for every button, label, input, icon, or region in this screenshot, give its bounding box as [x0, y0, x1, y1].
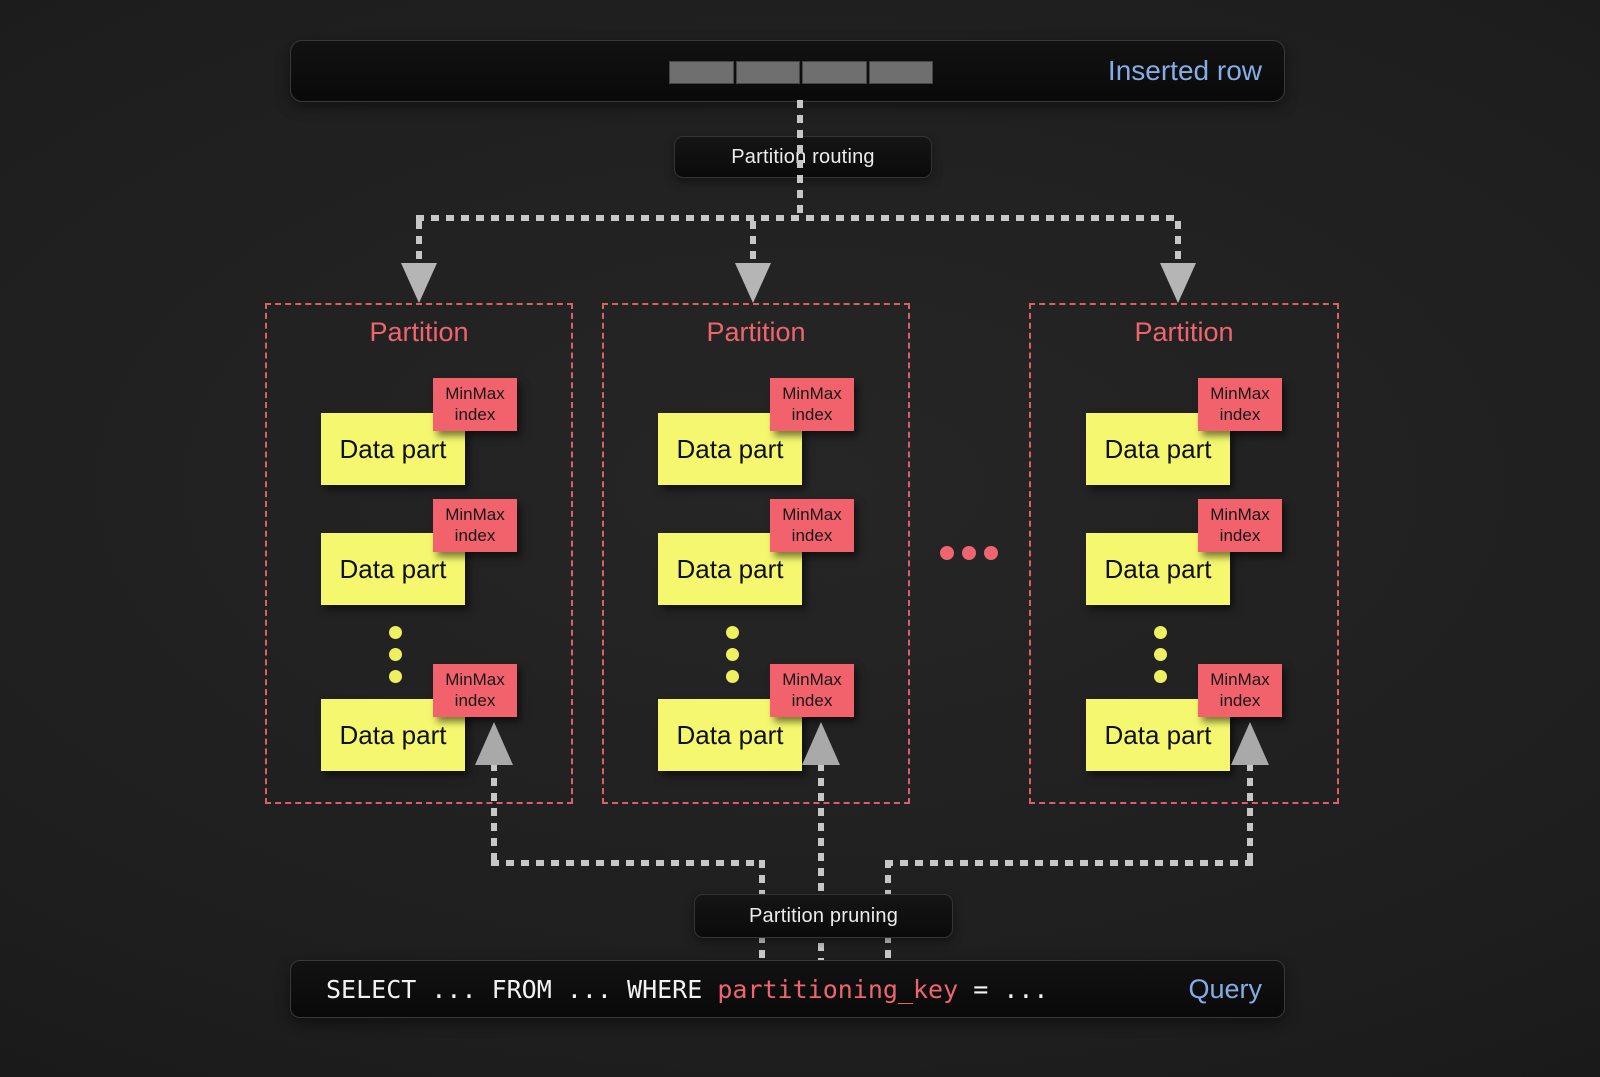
pruning-stem-left: [491, 763, 497, 866]
query-sql: SELECT ... FROM ... WHERE partitioning_k…: [326, 961, 1048, 1017]
more-partitions-dot: [940, 546, 954, 560]
down-arrowhead-icon: [735, 263, 771, 303]
query-label: Query: [1188, 973, 1262, 1004]
inserted-row-cells: [669, 61, 933, 84]
row-cell: [735, 61, 800, 84]
minmax-index-badge: MinMax index: [433, 664, 517, 717]
more-parts-dot: [726, 626, 739, 639]
data-part: Data part: [658, 699, 802, 771]
minmax-index-badge: MinMax index: [1198, 499, 1282, 552]
partition-title: Partition: [1134, 317, 1234, 347]
up-arrowhead-icon: [475, 722, 513, 765]
partition-pruning-label: Partition pruning: [694, 894, 953, 938]
sql-partitioning-key: partitioning_key: [717, 974, 959, 1004]
partition-pruning-text: Partition pruning: [748, 904, 899, 927]
minmax-index-badge: MinMax index: [1198, 664, 1282, 717]
row-cell: [802, 61, 867, 84]
pruning-stem-center: [818, 763, 824, 960]
partition-box-2: Partition MinMax index Data part MinMax …: [602, 303, 910, 804]
pruning-bus-right: [885, 860, 1253, 866]
down-arrowhead-icon: [401, 263, 437, 303]
more-parts-dot: [389, 626, 402, 639]
arrow-stem: [416, 221, 422, 267]
sql-plain: = ...: [958, 974, 1049, 1004]
data-part: Data part: [321, 413, 465, 485]
routing-connector-line: [797, 100, 803, 220]
partition-routing-label: Partition routing: [674, 136, 932, 178]
up-arrowhead-icon: [802, 722, 840, 765]
more-partitions-dot: [962, 546, 976, 560]
more-parts-dot: [1154, 670, 1167, 683]
partition-box-1: Partition MinMax index Data part MinMax …: [265, 303, 573, 804]
partition-title: Partition: [706, 317, 806, 347]
more-parts-dot: [389, 648, 402, 661]
arrow-stem: [750, 221, 756, 267]
down-arrowhead-icon: [1160, 263, 1196, 303]
partition-box-3: Partition MinMax index Data part MinMax …: [1029, 303, 1339, 804]
more-parts-dot: [389, 670, 402, 683]
arrow-stem: [1175, 221, 1181, 267]
inserted-row-box: Inserted row: [290, 40, 1285, 102]
minmax-index-badge: MinMax index: [433, 499, 517, 552]
partition-title: Partition: [369, 317, 469, 347]
minmax-index-badge: MinMax index: [770, 664, 854, 717]
row-cell: [868, 61, 933, 84]
pruning-bus-left: [491, 860, 765, 866]
up-arrowhead-icon: [1231, 722, 1269, 765]
pruning-stem-right: [1247, 763, 1253, 866]
sql-plain: SELECT ... FROM ... WHERE: [326, 974, 718, 1004]
more-parts-dot: [1154, 648, 1167, 661]
minmax-index-badge: MinMax index: [770, 378, 854, 431]
more-parts-dot: [1154, 626, 1167, 639]
minmax-index-badge: MinMax index: [770, 499, 854, 552]
minmax-index-badge: MinMax index: [433, 378, 517, 431]
inserted-row-label: Inserted row: [1107, 55, 1262, 86]
row-cell: [669, 61, 734, 84]
more-partitions-dot: [984, 546, 998, 560]
query-box: SELECT ... FROM ... WHERE partitioning_k…: [290, 960, 1285, 1018]
more-parts-dot: [726, 648, 739, 661]
more-parts-dot: [726, 670, 739, 683]
minmax-index-badge: MinMax index: [1198, 378, 1282, 431]
